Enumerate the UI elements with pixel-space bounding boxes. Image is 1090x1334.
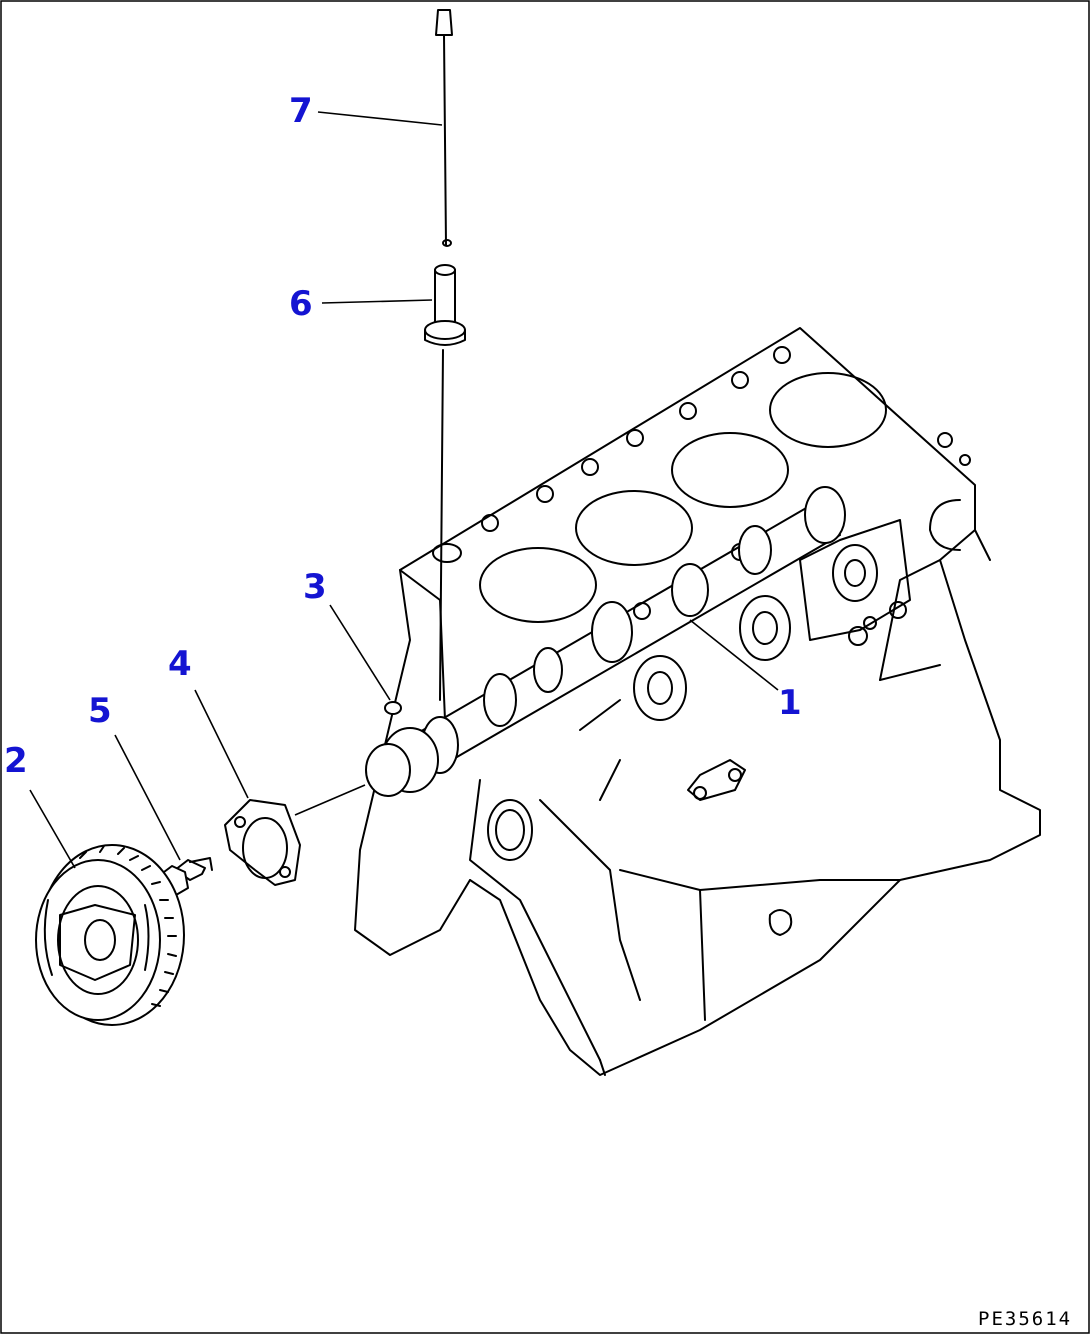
callout-7: 7: [289, 91, 313, 131]
oil-gauge-guide: [424, 264, 466, 701]
callout-2: 2: [4, 741, 28, 781]
callout-4: 4: [168, 644, 192, 684]
thrust-plate: [224, 799, 301, 886]
leader-4: [194, 689, 249, 799]
leader-5: [114, 734, 181, 861]
callout-3: 3: [303, 567, 327, 607]
dowel-pin: [384, 701, 402, 715]
leader-3: [329, 604, 391, 701]
leader-1: [689, 619, 779, 691]
leader-2: [29, 789, 76, 869]
leader-7: [317, 111, 443, 126]
callout-5: 5: [88, 691, 112, 731]
assembly-line-plate: [294, 784, 366, 816]
cam-gear: [35, 844, 185, 1026]
camshaft: [365, 486, 846, 797]
drawing-code: PE35614: [978, 1308, 1072, 1330]
callout-6: 6: [289, 284, 313, 324]
leader-6: [321, 299, 433, 304]
callout-1: 1: [778, 683, 802, 723]
dipstick: [435, 9, 453, 247]
